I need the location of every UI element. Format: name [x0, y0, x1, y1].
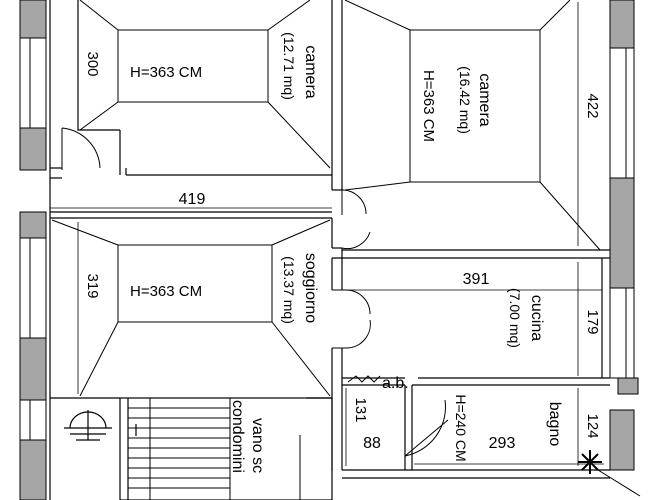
room-area-cucina: (7.00 mq): [507, 288, 523, 348]
window-left-3: [29, 399, 47, 441]
dimension-419: 419: [179, 191, 206, 208]
windows-left: [19, 37, 47, 441]
window-right-2: [609, 287, 627, 379]
dimension-179: 179: [584, 309, 601, 334]
dimension-300: 300: [84, 51, 101, 76]
room-name-antibagno: a.b.: [382, 375, 409, 392]
room-area-soggiorno: (13.37 mq): [281, 256, 297, 324]
ceiling-height-bagno: H=240 CM: [453, 394, 469, 461]
room-name-bagno: bagno: [546, 402, 563, 447]
wall-right-pier: [617, 377, 639, 395]
ceiling-outlines: [51, 0, 601, 397]
door-camera-left: [61, 127, 101, 170]
dimension-422: 422: [584, 93, 601, 118]
room-area-camera-left: (12.71 mq): [281, 32, 297, 100]
windows-right: [609, 47, 635, 379]
room-name-soggiorno: soggiorno: [302, 253, 319, 323]
wall-right-2: [609, 177, 635, 289]
dimension-124: 124: [584, 413, 601, 438]
wall-right-1: [609, 0, 635, 49]
room-name-cucina: cucina: [528, 295, 545, 341]
wall-left-3: [19, 211, 47, 239]
room-name-camera-left: camera: [302, 45, 319, 98]
window-left-1: [29, 37, 47, 129]
ceiling-height-camera-right: H=363 CM: [420, 70, 437, 142]
north-arrow-icon: [578, 450, 641, 497]
door-antibagno: [347, 375, 381, 383]
stairs: [128, 398, 301, 500]
wall-left-1: [19, 0, 47, 39]
dimension-319: 319: [84, 273, 101, 298]
stairwell-label-2: condomini: [229, 400, 246, 473]
door-soggiorno-top: [341, 189, 367, 215]
wall-left-4: [19, 337, 47, 401]
window-right-1: [609, 47, 627, 179]
ceiling-height-camera-left: H=363 CM: [130, 64, 202, 81]
dimension-88: 88: [363, 435, 381, 452]
stairwell-label-1: vano sc: [249, 418, 266, 473]
interior-walls: [49, 0, 610, 500]
dimension-391: 391: [463, 271, 490, 288]
wall-right-3: [609, 409, 635, 471]
wall-left-5: [19, 439, 47, 500]
dimension-293: 293: [489, 435, 516, 452]
door-soggiorno-top2: [341, 231, 371, 250]
dimension-131: 131: [352, 397, 369, 422]
room-name-camera-right: camera: [476, 73, 493, 126]
wall-left-2: [19, 127, 47, 171]
dimension-lines: [50, 2, 604, 466]
window-left-2: [29, 237, 47, 339]
meter-symbol-icon: [64, 410, 137, 441]
labels: H=363 CM camera (12.71 mq) camera (16.42…: [84, 32, 601, 473]
room-area-camera-right: (16.42 mq): [457, 66, 473, 134]
door-soggiorno-mid: [345, 289, 371, 349]
door-bagno: [404, 399, 449, 457]
ceiling-height-soggiorno: H=363 CM: [130, 283, 202, 300]
